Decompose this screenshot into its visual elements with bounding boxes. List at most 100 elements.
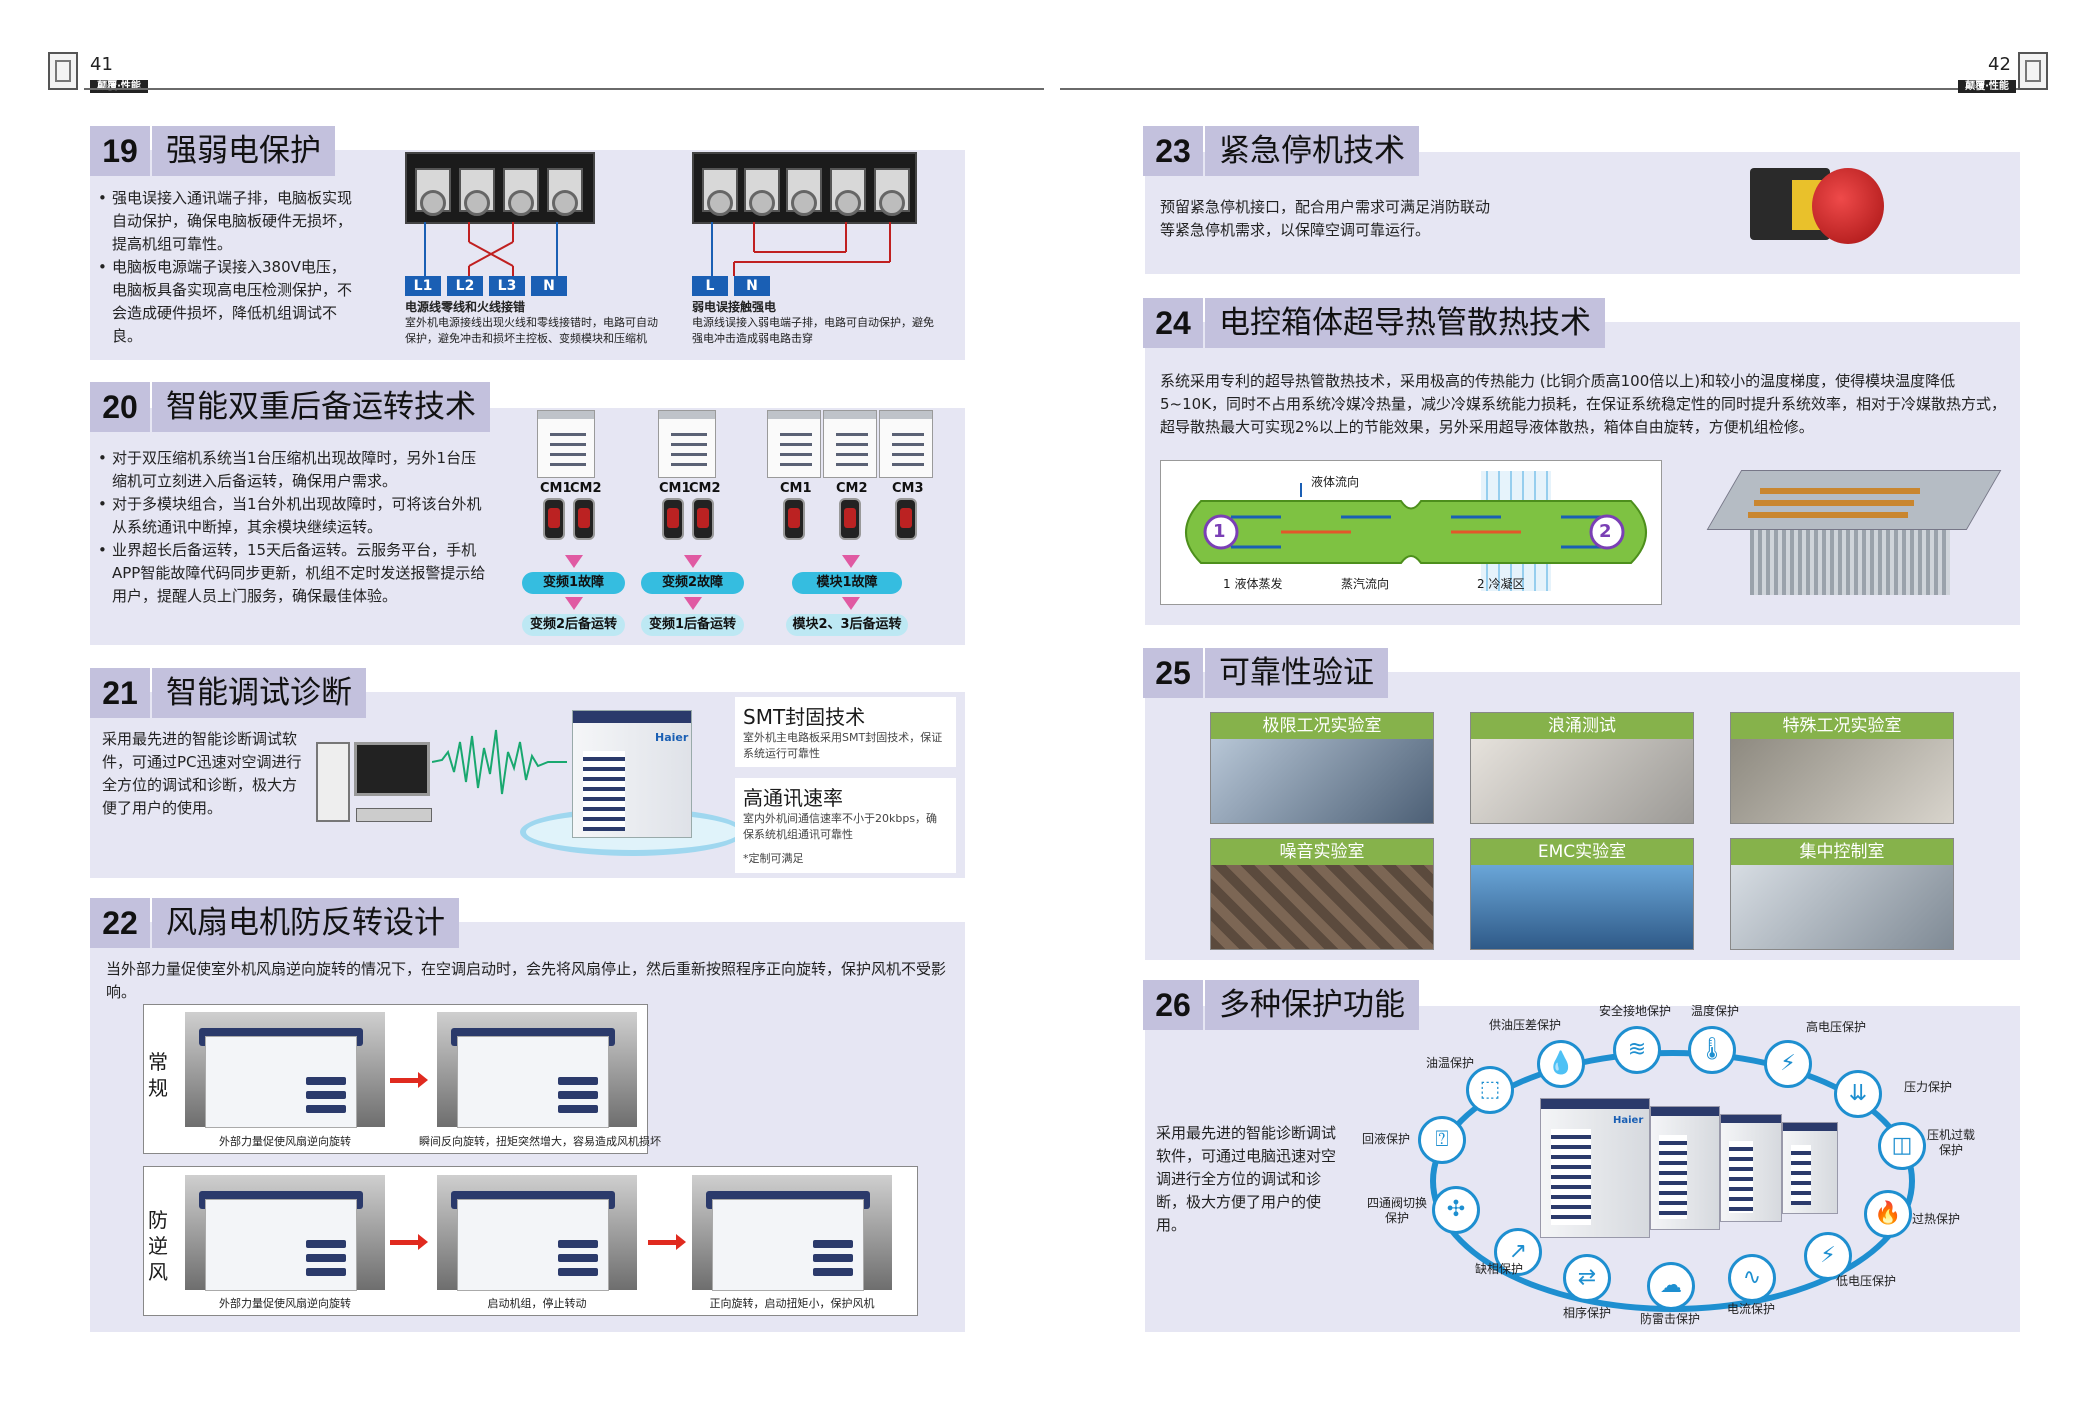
fault-pill: 变频1故障 (522, 572, 625, 594)
valve-icon: ✣ (1432, 1186, 1480, 1234)
protection-label: 压力保护 (1903, 1080, 1952, 1094)
misconnected-wiring-diagram (711, 222, 891, 276)
right-arrow-icon (648, 1234, 686, 1250)
protection-label: 安全接地保护 (1598, 1004, 1671, 1018)
compressor-icon (543, 498, 565, 540)
compressor-label: CM3 (892, 481, 924, 496)
comm-box: 高通讯速率 室内外机间通信速率不小于20kbps，确保系统机组通讯可靠性 *定制… (735, 778, 956, 873)
phase-icon: ⇄ (1563, 1254, 1611, 1302)
compressor-icon (783, 498, 805, 540)
section-number: 20 (90, 382, 150, 432)
down-triangle-icon (565, 597, 583, 610)
protection-label: 四通阀切换保护 (1366, 1196, 1427, 1225)
right-wiring-caption: 弱电误接触强电 电源线误接入弱电端子排，电路可自动保护，避免强电冲击造成弱电路击… (692, 299, 942, 347)
fan-unit-image (437, 1012, 637, 1128)
oil-temp-icon: ⬚ (1466, 1066, 1514, 1114)
section-number: 25 (1143, 648, 1203, 698)
right-header-rule (1060, 88, 2020, 90)
section-24-text: 系统采用专利的超导热管散热技术，采用极高的传热能力 (比铜介质高100倍以上)和… (1160, 372, 2007, 436)
evaporation-label: 1 液体蒸发 (1223, 577, 1283, 591)
heat-pipe-marker-2: 2 (1599, 521, 1612, 542)
right-corner-icon (2018, 52, 2048, 90)
outdoor-unit-image: Haier (572, 710, 692, 838)
fan-unit-image (692, 1175, 892, 1291)
lightning-icon: ⚡ (1764, 1040, 1812, 1088)
right-section-tag: 颠覆·性能 (1958, 80, 2016, 93)
return-liquid-icon: ⍰ (1418, 1116, 1466, 1164)
lab-photo: 浪涌测试 (1470, 712, 1694, 824)
caption-text: 室外机电源接线出现火线和零线接错时，电路可自动保护，避免冲击和损坏主控板、变频模… (405, 316, 658, 345)
emergency-stop-button-icon (1750, 160, 1890, 260)
lab-photo: 特殊工况实验室 (1730, 712, 1954, 824)
left-wiring-caption: 电源线零线和火线接错 室外机电源接线出现火线和零线接错时，电路可自动保护，避免冲… (405, 299, 660, 347)
protection-label: 相序保护 (1562, 1306, 1611, 1320)
smt-box: SMT封固技术 室外机主电路板采用SMT封固技术，保证系统运行可靠性 (735, 697, 956, 767)
compressor-icon (895, 498, 917, 540)
compressor-label: CM1 (540, 481, 572, 496)
section-20-bullets: 对于双压缩机系统当1台压缩机出现故障时，另外1台压缩机可立刻进入后备运转，确保用… (98, 447, 488, 608)
brand-logo: Haier (655, 731, 689, 744)
lab-label: 浪涌测试 (1471, 713, 1693, 739)
left-page-number: 41 (90, 54, 113, 75)
left-section-tag: 颠覆·性能 (90, 80, 148, 93)
terminal-label-l2: L2 (447, 276, 483, 296)
right-arrow-icon (390, 1234, 428, 1250)
terminal-label-l: L (692, 276, 728, 296)
condensation-label: 2 冷凝区 (1477, 577, 1525, 591)
down-triangle-icon (842, 597, 860, 610)
compressor-label: CM1 (780, 481, 812, 496)
compressor-label: CM2 (836, 481, 868, 496)
section-title: 风扇电机防反转设计 (152, 898, 459, 948)
compressor-icon (662, 498, 684, 540)
section-title: 智能双重后备运转技术 (152, 382, 490, 432)
section-number: 24 (1143, 298, 1203, 348)
pc-tower-icon (316, 742, 350, 822)
section-title: 智能调试诊断 (152, 668, 366, 718)
down-triangle-icon (842, 555, 860, 568)
bullet: 电脑板电源端子误接入380V电压，电脑板具备实现高电压检测保护，不会造成硬件损坏… (98, 256, 353, 348)
terminal-label-n: N (531, 276, 567, 296)
down-triangle-icon (565, 555, 583, 568)
outdoor-unit (823, 410, 877, 478)
fan-caption: 外部力量促使风扇逆向旋转 (219, 1135, 351, 1148)
fan-caption: 正向旋转，启动扭矩小，保护风机 (709, 1297, 875, 1310)
section-title: 强弱电保护 (152, 126, 335, 176)
section-title: 可靠性验证 (1205, 648, 1388, 698)
compressor-icon (573, 498, 595, 540)
terminal-label-l1: L1 (405, 276, 441, 296)
outdoor-unit (879, 410, 933, 478)
oil-drop-icon: 💧 (1537, 1040, 1585, 1088)
right-page-number: 42 (1988, 54, 2011, 75)
crossed-wiring-diagram (424, 222, 558, 276)
bullet: 强电误接入通讯端子排，电脑板实现自动保护，确保电脑板硬件无损坏，提高机组可靠性。 (98, 187, 353, 256)
caption-title: 弱电误接触强电 (692, 300, 777, 314)
fan-unit-image (185, 1175, 385, 1291)
section-21-text: 采用最先进的智能诊断调试软件，可通过PC迅速对空调进行全方位的调试和诊断，极大方… (102, 730, 302, 817)
compressor-icon (692, 498, 714, 540)
terminal-block-communication (692, 152, 917, 224)
section-22-text: 当外部力量促使室外机风扇逆向旋转的情况下，在空调启动时，会先将风扇停止，然后重新… (106, 960, 947, 1001)
flame-icon: 🔥 (1864, 1190, 1912, 1238)
terminal-label-l3: L3 (489, 276, 525, 296)
ground-icon: ≋ (1613, 1026, 1661, 1074)
lab-photo: 集中控制室 (1730, 838, 1954, 950)
section-19-bullets: 强电误接入通讯端子排，电脑板实现自动保护，确保电脑板硬件无损坏，提高机组可靠性。… (98, 187, 353, 348)
heat-sink-image (1690, 470, 2002, 600)
section-title: 电控箱体超导热管散热技术 (1205, 298, 1605, 348)
comm-text: 室内外机间通信速率不小于20kbps，确保系统机组通讯可靠性 (743, 812, 938, 841)
smt-text: 室外机主电路板采用SMT封固技术，保证系统运行可靠性 (743, 731, 943, 760)
monitor-icon (354, 742, 430, 796)
caption-title: 电源线零线和火线接错 (405, 300, 526, 314)
compressor-label: CM2 (570, 481, 602, 496)
section-title: 多种保护功能 (1205, 980, 1419, 1030)
heat-pipe-drawing (1185, 471, 1647, 591)
protection-label: 回液保护 (1361, 1132, 1410, 1146)
section-number: 23 (1143, 126, 1203, 176)
lab-label: 特殊工况实验室 (1731, 713, 1953, 739)
bullet: 对于多模块组合，当1台外机出现故障时，可将该台外机从系统通讯中断掉，其余模块继续… (98, 493, 488, 539)
backup-pill: 模块2、3后备运转 (786, 614, 908, 636)
protection-label: 缺相保护 (1474, 1262, 1523, 1276)
signal-wave-icon (432, 729, 567, 795)
fan-unit-image (437, 1175, 637, 1291)
terminal-label-n2: N (734, 276, 770, 296)
